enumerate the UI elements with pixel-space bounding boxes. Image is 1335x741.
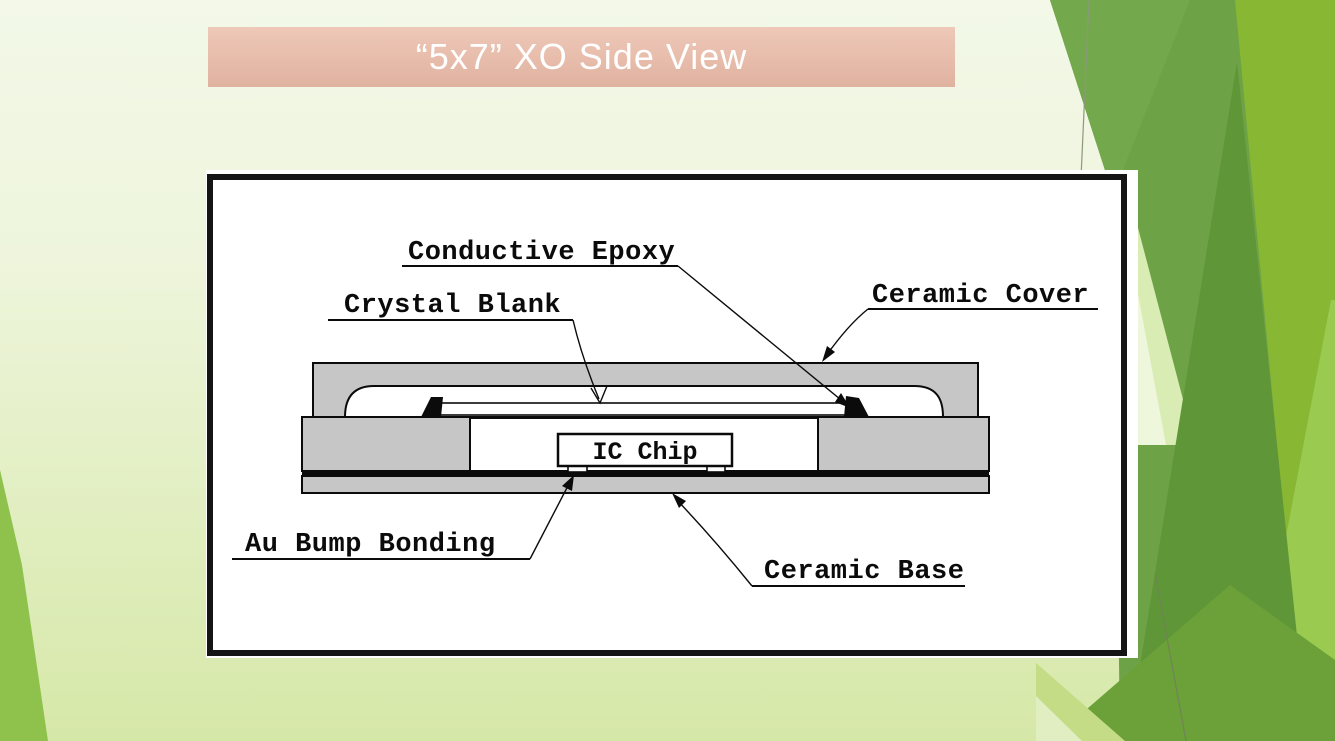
ic-chip-label: IC Chip	[592, 438, 697, 467]
corner-light-wedge-2	[1036, 696, 1082, 741]
ceramic-cover-label: Ceramic Cover	[872, 281, 1089, 311]
crystal-blank-arrow	[590, 385, 608, 405]
conductive-epoxy-arrow	[835, 393, 850, 408]
crystal-blank-shape	[435, 402, 856, 416]
band-cream-wedge-2	[1134, 272, 1166, 445]
ic-chip-box	[556, 432, 734, 468]
diagram-frame-border	[207, 174, 1127, 656]
conductive-epoxy-leader	[677, 265, 847, 405]
ceramic-base-label: Ceramic Base	[764, 557, 964, 587]
slide-title: “5x7” XO Side View	[415, 36, 748, 77]
au-bump-bonding-arrow	[562, 475, 574, 491]
facet-seam-line-top	[1080, 0, 1090, 179]
epoxy-blob-right	[844, 396, 869, 417]
au-bump-bonding-leader	[529, 479, 572, 560]
facet-seam-line-bottom	[1154, 572, 1187, 741]
conductive-epoxy-label: Conductive Epoxy	[408, 238, 675, 268]
left-edge-wedge	[0, 470, 48, 741]
ceramic-cover-arrow	[822, 346, 835, 362]
band-overlay-shape	[1050, 0, 1190, 195]
crystal-blank-leader	[572, 319, 600, 400]
band-mid-bottom-wedge	[1050, 585, 1335, 741]
slide-title-bar: “5x7” XO Side View	[208, 27, 955, 87]
base-top-line	[302, 470, 989, 476]
ceramic-base-shape	[301, 475, 990, 494]
crystal-blank-label: Crystal Blank	[344, 291, 561, 321]
au-bump-bonding-label: Au Bump Bonding	[245, 530, 496, 560]
ceramic-base-arrow	[672, 493, 686, 508]
epoxy-blob-left	[421, 397, 443, 417]
ceramic-base-leader	[675, 498, 753, 587]
band-dark-wedge	[1128, 62, 1308, 741]
